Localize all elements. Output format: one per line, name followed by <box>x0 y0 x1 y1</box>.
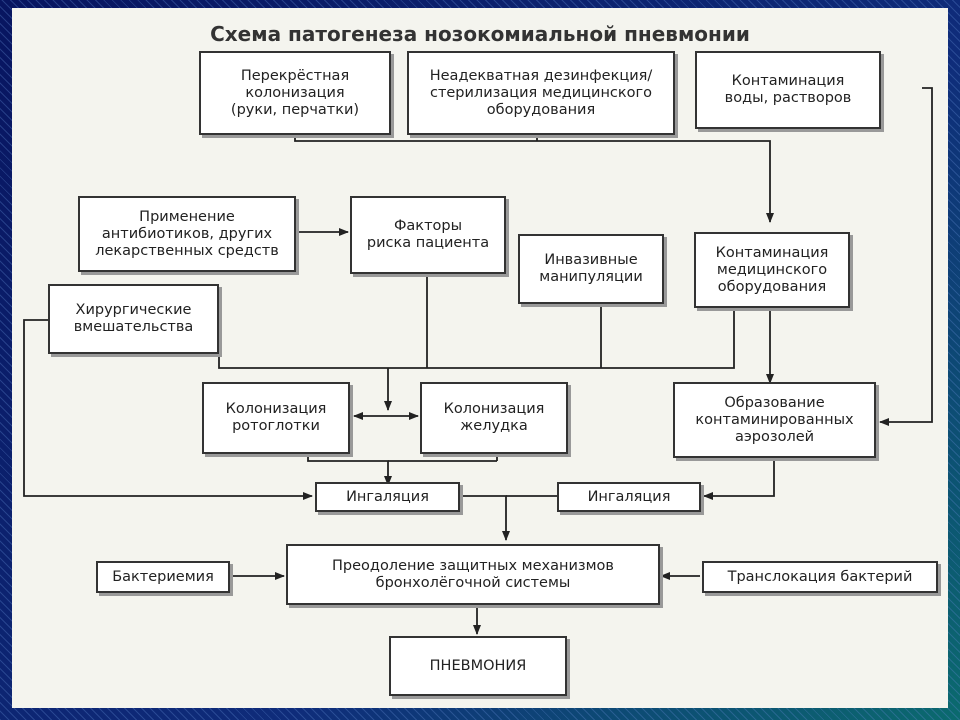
node-risk-factors: Факторы риска пациента <box>350 196 506 274</box>
connector-inhalation-left-merge <box>460 495 510 541</box>
node-inhalation-left: Ингаляция <box>315 482 460 512</box>
node-inadequate-disinfection: Неадекватная дезинфекция/ стерилизация м… <box>407 51 675 135</box>
node-aerosols: Образование контаминированных аэрозолей <box>673 382 876 458</box>
node-surgery: Хирургические вмешательства <box>48 284 219 354</box>
node-water-contamination: Контаминация воды, растворов <box>695 51 881 129</box>
node-inhalation-right: Ингаляция <box>557 482 701 512</box>
connector-water-to-aerosols <box>879 87 933 426</box>
node-stomach-colonization: Колонизация желудка <box>420 382 568 454</box>
node-defense-mechanisms: Преодоление защитных механизмов бронхолё… <box>286 544 660 605</box>
connector-colonization-to-inhalation <box>307 454 392 486</box>
node-pneumonia: ПНЕВМОНИЯ <box>389 636 567 696</box>
connector-surgery-to-inhalation <box>23 319 313 500</box>
connector-cross-colonization <box>294 135 774 223</box>
diagram-panel: Схема патогенеза нозокомиальной пневмони… <box>12 8 948 708</box>
node-invasive-manipulations: Инвазивные манипуляции <box>518 234 664 304</box>
node-antibiotics: Применение антибиотиков, других лекарств… <box>78 196 296 272</box>
connector-surgery-bus <box>218 308 735 369</box>
node-oropharynx-colonization: Колонизация ротоглотки <box>202 382 350 454</box>
node-cross-colonization: Перекрёстная колонизация (руки, перчатки… <box>199 51 391 135</box>
connector-aerosols-to-inhalation <box>703 458 775 500</box>
diagram-title: Схема патогенеза нозокомиальной пневмони… <box>210 22 750 46</box>
node-translocation: Транслокация бактерий <box>702 561 938 593</box>
node-bacteremia: Бактериемия <box>96 561 230 593</box>
node-equipment-contamination: Контаминация медицинского оборудования <box>694 232 850 308</box>
connector-lines <box>23 87 933 635</box>
